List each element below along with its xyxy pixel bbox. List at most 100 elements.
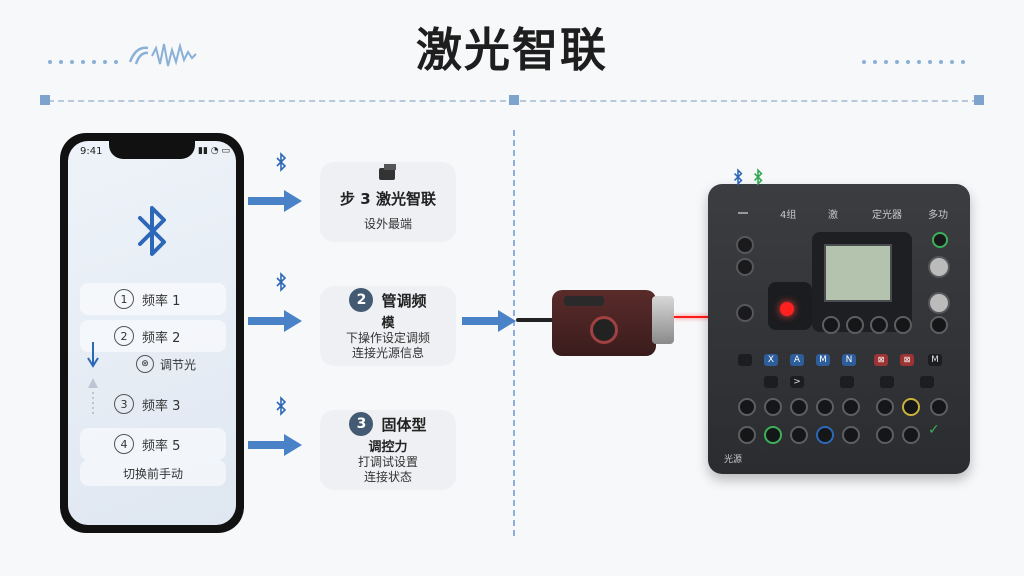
key[interactable]: ⊠ — [874, 354, 888, 366]
device-mark — [738, 212, 748, 214]
button[interactable] — [842, 398, 860, 416]
knob[interactable] — [736, 258, 754, 276]
button[interactable] — [930, 316, 948, 334]
status-icons: ▮▮ ◔ ▭ — [198, 146, 230, 156]
list-item-sub[interactable]: 切换前手动 — [80, 460, 226, 486]
button[interactable] — [876, 426, 894, 444]
list-item-label: 频率 2 — [142, 330, 181, 346]
page-title: 激光智联 — [416, 23, 608, 77]
button[interactable] — [842, 426, 860, 444]
button[interactable] — [846, 316, 864, 334]
button[interactable] — [870, 316, 888, 334]
key[interactable]: > — [790, 376, 804, 388]
bluetooth-icon — [276, 272, 287, 292]
card-line: 打调试设置 — [357, 455, 418, 469]
card-title: 固体型 — [381, 415, 427, 434]
card-line: 连接光源信息 — [351, 346, 424, 360]
dial[interactable] — [928, 292, 950, 314]
arrow-right-icon — [248, 190, 302, 212]
key[interactable]: N — [842, 354, 856, 366]
button[interactable] — [902, 398, 920, 416]
step-badge: 2 — [349, 288, 374, 312]
divider-marker-center — [509, 95, 519, 105]
list-item-label: 频率 3 — [142, 398, 181, 414]
step-card-2[interactable]: 2 管调频 模 下操作设定调频 连接光源信息 — [320, 286, 456, 366]
arrow-right-icon — [248, 434, 302, 456]
decor-dots-right — [862, 49, 972, 64]
step-badge: 3 — [349, 412, 374, 436]
arrow-right-icon — [462, 310, 516, 332]
status-time: 9:41 — [80, 146, 103, 157]
device-label: 定光器 — [872, 210, 902, 221]
knob[interactable] — [736, 236, 754, 254]
device-bottom-label: 光源 — [724, 455, 743, 465]
step-card-3[interactable]: 3 固体型 调控力 打调试设置 连接状态 — [320, 410, 456, 490]
power-button[interactable] — [932, 232, 948, 248]
list-item-sub-label: 调节光 — [160, 357, 197, 372]
list-item-sub-label: 切换前手动 — [122, 467, 183, 481]
decor-dots-left — [48, 49, 125, 64]
list-item-sub[interactable]: ⊛ 调节光 — [136, 355, 196, 373]
reorder-arrows-icon — [87, 342, 99, 414]
device-label: 多功 — [928, 210, 948, 221]
bluetooth-connected-icon — [754, 168, 763, 186]
button[interactable] — [816, 426, 834, 444]
card-line: 连接状态 — [363, 470, 412, 484]
button[interactable] — [738, 398, 756, 416]
check-icon: ✓ — [928, 422, 940, 438]
card-title-2: 调控力 — [368, 440, 408, 455]
sensor-top-panel — [564, 296, 604, 306]
card-prefix: 步 3 — [340, 190, 371, 208]
step-number: 3 — [114, 394, 134, 414]
step-number: 2 — [114, 326, 134, 346]
sensor-lens-icon — [590, 316, 618, 344]
divider-marker-left — [40, 95, 50, 105]
card-title-2: 模 — [381, 316, 395, 331]
sensor-cable — [516, 318, 556, 322]
key[interactable] — [764, 376, 778, 388]
arrow-right-icon — [248, 310, 302, 332]
center-divider — [513, 130, 515, 536]
button[interactable] — [930, 398, 948, 416]
knob[interactable] — [736, 304, 754, 322]
lcd-display — [824, 244, 892, 302]
button[interactable] — [894, 316, 912, 334]
key[interactable] — [880, 376, 894, 388]
list-item[interactable]: 1 频率 1 — [80, 283, 226, 315]
laser-aperture-icon — [780, 302, 794, 316]
key[interactable] — [920, 376, 934, 388]
key[interactable] — [738, 354, 752, 366]
card-line: 下操作设定调频 — [345, 331, 430, 345]
button[interactable] — [738, 426, 756, 444]
bluetooth-icon — [138, 206, 166, 256]
button[interactable] — [790, 398, 808, 416]
step-number: 4 — [114, 434, 134, 454]
button[interactable] — [902, 426, 920, 444]
button[interactable] — [876, 398, 894, 416]
list-item[interactable]: 4 频率 5 — [80, 428, 226, 460]
list-item-label: 频率 1 — [142, 293, 181, 309]
key[interactable]: M — [928, 354, 942, 366]
key[interactable]: A — [790, 354, 804, 366]
button[interactable] — [764, 426, 782, 444]
divider-marker-right — [974, 95, 984, 105]
button[interactable] — [790, 426, 808, 444]
key[interactable] — [840, 376, 854, 388]
button[interactable] — [822, 316, 840, 334]
list-item-label: 频率 5 — [142, 438, 181, 454]
device-icon — [379, 164, 396, 180]
bluetooth-icon — [276, 152, 287, 172]
button[interactable] — [764, 398, 782, 416]
device-label: 4组 — [780, 210, 797, 221]
device-label: 激 — [828, 210, 838, 221]
button[interactable] — [816, 398, 834, 416]
key[interactable]: ⊠ — [900, 354, 914, 366]
card-subtitle: 设外最端 — [363, 217, 412, 231]
dial[interactable] — [928, 256, 950, 278]
key[interactable]: M — [816, 354, 830, 366]
key[interactable]: X — [764, 354, 778, 366]
list-item[interactable]: 2 频率 2 — [80, 320, 226, 352]
step-card-1[interactable]: 步 3 激光智联 设外最端 — [320, 162, 456, 242]
sensor-nozzle — [652, 296, 674, 344]
list-item[interactable]: 3 频率 3 — [80, 388, 226, 420]
